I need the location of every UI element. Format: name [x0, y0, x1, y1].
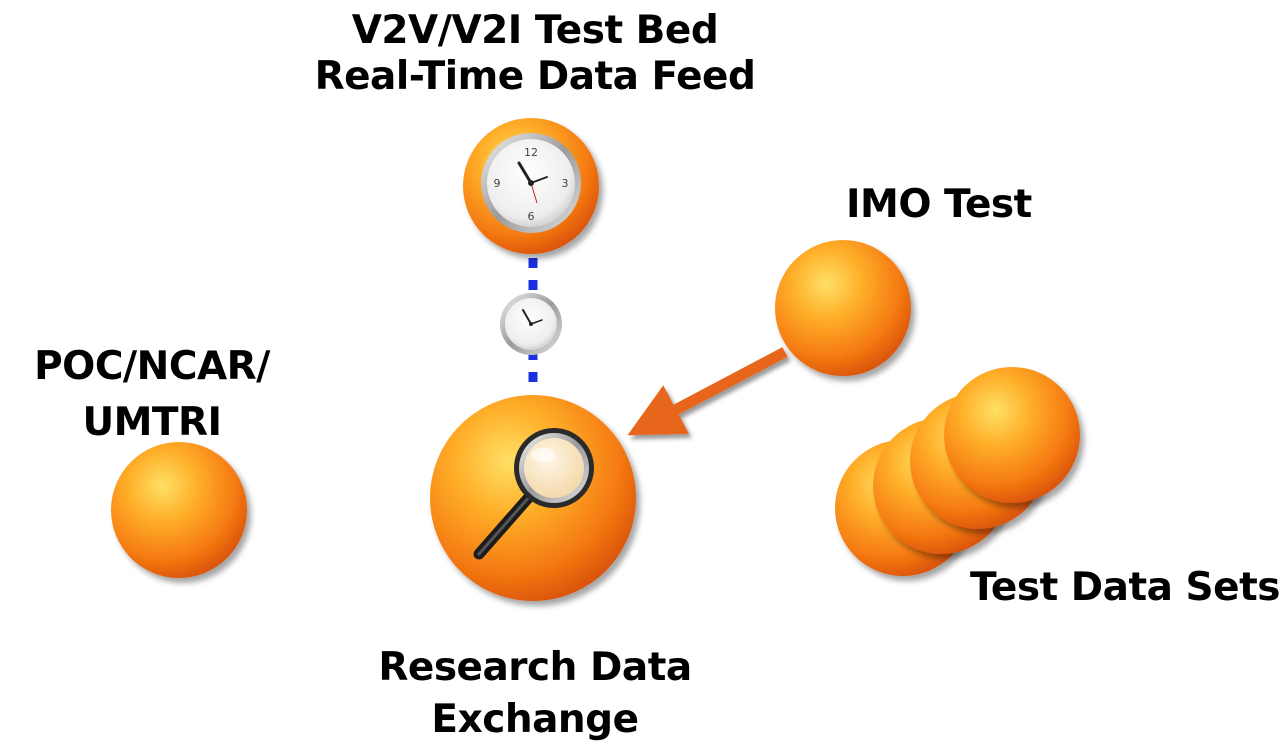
poc-label: POC/NCAR/ UMTRI: [12, 339, 292, 451]
v2v-label-line2: Real-Time Data Feed: [314, 54, 756, 99]
rde-label: Research Data Exchange: [300, 642, 770, 746]
poc-node: [111, 442, 247, 578]
clock-icon: 12 3 6 9: [481, 133, 581, 233]
magnifier-icon: [473, 428, 594, 560]
poc-label-line2: UMTRI: [82, 400, 222, 445]
v2v-label: V2V/V2I Test Bed Real-Time Data Feed: [300, 8, 770, 100]
imo-node: [775, 240, 911, 376]
test-data-label: Test Data Sets: [970, 565, 1279, 610]
imo-label: IMO Test: [846, 182, 1032, 227]
v2v-label-line1: V2V/V2I Test Bed: [351, 8, 719, 53]
rde-label-line1: Research Data: [378, 645, 692, 690]
test-data-sphere: [944, 367, 1080, 503]
svg-text:12: 12: [524, 146, 538, 159]
rde-label-line2: Exchange: [431, 697, 639, 742]
svg-text:3: 3: [562, 177, 569, 190]
small-clock-icon: [500, 293, 562, 355]
test-data-node-stack: [835, 367, 1080, 576]
svg-text:9: 9: [494, 177, 501, 190]
arrow-imo-to-rde: [627, 347, 788, 436]
svg-text:6: 6: [528, 210, 535, 223]
poc-label-line1: POC/NCAR/: [34, 344, 270, 389]
